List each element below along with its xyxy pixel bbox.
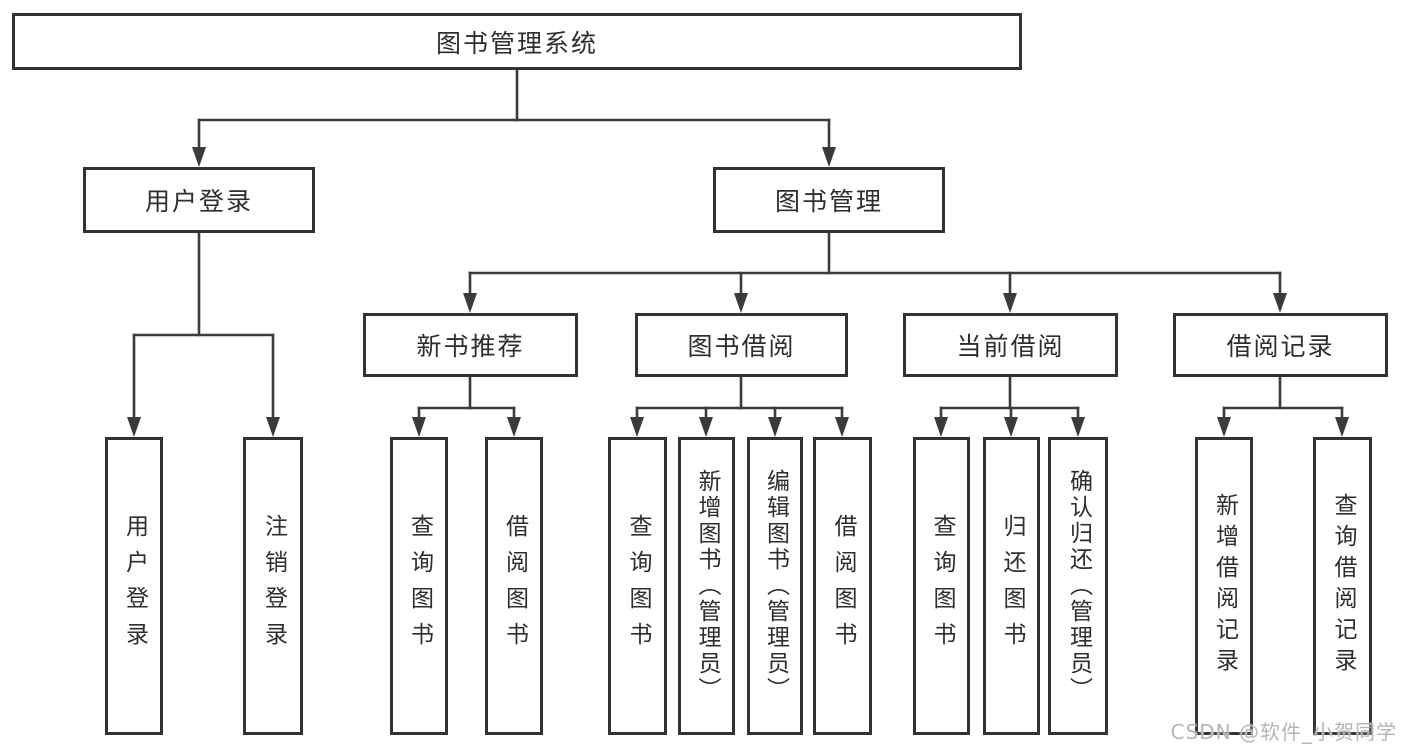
leaf-edit-books-admin: 编辑图书（管理员） bbox=[747, 437, 803, 735]
leaf-query-borrow-record: 查询借阅记录 bbox=[1313, 437, 1372, 735]
node-label: 图书管理 bbox=[774, 187, 883, 216]
leaf-label: 查询图书 bbox=[625, 514, 651, 658]
leaf-user-login: 用户登录 bbox=[105, 437, 163, 735]
leaf-label: 借阅图书 bbox=[501, 514, 528, 658]
node-label: 图书借阅 bbox=[687, 332, 796, 361]
node-label: 图书管理系统 bbox=[435, 28, 598, 58]
leaf-label: 归还图书 bbox=[999, 514, 1025, 658]
leaf-label: 注销登录 bbox=[260, 514, 287, 658]
leaf-label: 查询借阅记录 bbox=[1330, 493, 1356, 679]
node-label: 新书推荐 bbox=[416, 332, 525, 361]
leaf-logout: 注销登录 bbox=[243, 437, 303, 735]
node-current-borrow: 当前借阅 bbox=[903, 313, 1118, 377]
node-book-management: 图书管理 bbox=[713, 167, 945, 233]
leaf-label: 确认归还（管理员） bbox=[1065, 469, 1092, 703]
leaf-return-books: 归还图书 bbox=[983, 437, 1040, 735]
leaf-label: 借阅图书 bbox=[830, 514, 856, 658]
leaf-borrow-books: 借阅图书 bbox=[813, 437, 872, 735]
leaf-add-books-admin: 新增图书（管理员） bbox=[678, 437, 735, 735]
leaf-add-borrow-record: 新增借阅记录 bbox=[1195, 437, 1253, 735]
node-new-book-recommend: 新书推荐 bbox=[363, 313, 578, 377]
leaf-query-books-recommend: 查询图书 bbox=[390, 437, 448, 735]
node-borrow-records: 借阅记录 bbox=[1173, 313, 1388, 377]
leaf-query-books-current: 查询图书 bbox=[913, 437, 970, 735]
leaf-confirm-return-admin: 确认归还（管理员） bbox=[1048, 437, 1108, 735]
leaf-label: 查询图书 bbox=[929, 514, 955, 658]
node-label: 当前借阅 bbox=[956, 332, 1065, 361]
leaf-label: 用户登录 bbox=[121, 514, 148, 658]
leaf-label: 编辑图书（管理员） bbox=[762, 469, 789, 703]
node-book-borrow: 图书借阅 bbox=[635, 313, 848, 377]
leaf-query-books-borrow: 查询图书 bbox=[608, 437, 667, 735]
leaf-label: 新增借阅记录 bbox=[1211, 493, 1238, 679]
node-label: 借阅记录 bbox=[1226, 332, 1335, 361]
node-user-login: 用户登录 bbox=[83, 167, 315, 233]
node-label: 用户登录 bbox=[144, 187, 253, 216]
node-library-management-system: 图书管理系统 bbox=[12, 13, 1022, 70]
leaf-label: 新增图书（管理员） bbox=[694, 469, 720, 703]
leaf-label: 查询图书 bbox=[406, 514, 433, 658]
watermark: CSDN @软件_小贺同学 bbox=[1170, 720, 1397, 744]
leaf-borrow-books-recommend: 借阅图书 bbox=[485, 437, 543, 735]
